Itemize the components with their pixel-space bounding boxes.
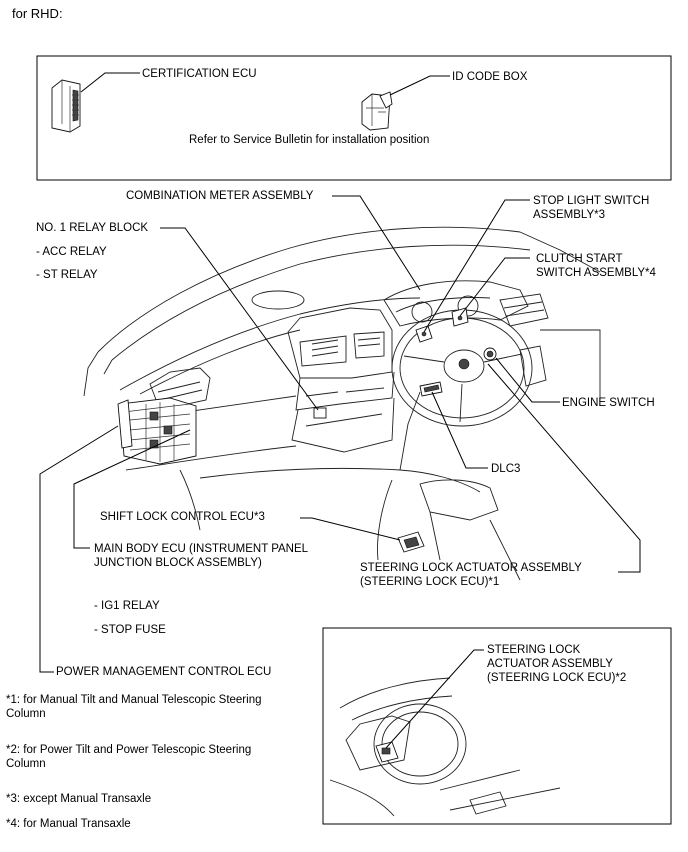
ig1-relay-label: - IG1 RELAY bbox=[94, 600, 160, 612]
id-code-box-icon bbox=[361, 91, 393, 131]
stop-fuse-label: - STOP FUSE bbox=[94, 624, 166, 636]
id-code-box-label: ID CODE BOX bbox=[452, 71, 528, 83]
footnote-1-line-2: Column bbox=[6, 708, 46, 720]
steering-lock-2-label-3: (STEERING LOCK ECU)*2 bbox=[487, 672, 627, 684]
footnote-3: *3: except Manual Transaxle bbox=[6, 793, 152, 805]
stop-light-switch-label-1: STOP LIGHT SWITCH bbox=[533, 195, 650, 207]
stop-light-switch-label-2: ASSEMBLY*3 bbox=[533, 209, 606, 221]
clutch-start-label-2: SWITCH ASSEMBLY*4 bbox=[536, 267, 656, 279]
steering-lock-2-label-1: STEERING LOCK bbox=[487, 644, 581, 656]
service-bulletin-note: Refer to Service Bulletin for installati… bbox=[189, 134, 430, 146]
junction-block-icon bbox=[117, 397, 197, 465]
engine-switch-label: ENGINE SWITCH bbox=[562, 397, 655, 409]
engine-switch-icon bbox=[483, 347, 497, 361]
shift-lock-label: SHIFT LOCK CONTROL ECU*3 bbox=[100, 511, 265, 523]
certification-ecu-icon bbox=[51, 79, 81, 133]
steering-column-detail bbox=[329, 677, 561, 817]
main-body-ecu-label-2: JUNCTION BLOCK ASSEMBLY) bbox=[94, 557, 262, 569]
main-body-ecu-label-1: MAIN BODY ECU (INSTRUMENT PANEL bbox=[94, 543, 309, 555]
page-title: for RHD: bbox=[12, 6, 63, 21]
footnote-2-line-1: *2: for Power Tilt and Power Telescopic … bbox=[6, 744, 252, 756]
footnote-4: *4: for Manual Transaxle bbox=[6, 818, 131, 830]
shift-lock-ecu-icon bbox=[397, 531, 425, 553]
dlc3-label: DLC3 bbox=[491, 463, 521, 475]
stop-light-switch-icon bbox=[415, 325, 433, 343]
bottom-inset-frame bbox=[322, 627, 672, 825]
clutch-start-switch-icon bbox=[451, 307, 469, 327]
st-relay-label: - ST RELAY bbox=[36, 269, 98, 281]
footnote-2-line-2: Column bbox=[6, 758, 46, 770]
combination-meter-label: COMBINATION METER ASSEMBLY bbox=[126, 190, 314, 202]
footnote-1-line-1: *1: for Manual Tilt and Manual Telescopi… bbox=[6, 694, 262, 706]
acc-relay-label: - ACC RELAY bbox=[36, 246, 107, 258]
steering-lock-1-label-2: (STEERING LOCK ECU)*1 bbox=[360, 576, 500, 588]
power-management-label: POWER MANAGEMENT CONTROL ECU bbox=[56, 666, 272, 678]
certification-ecu-label: CERTIFICATION ECU bbox=[142, 68, 257, 80]
steering-lock-1-label-1: STEERING LOCK ACTUATOR ASSEMBLY bbox=[360, 562, 582, 574]
dlc3-icon bbox=[419, 381, 443, 397]
relay-block-icon bbox=[313, 407, 327, 419]
relay-block-label: NO. 1 RELAY BLOCK bbox=[36, 222, 149, 234]
top-inset-frame bbox=[36, 55, 672, 181]
steering-lock-2-label-2: ACTUATOR ASSEMBLY bbox=[487, 658, 613, 670]
clutch-start-label-1: CLUTCH START bbox=[536, 253, 623, 265]
